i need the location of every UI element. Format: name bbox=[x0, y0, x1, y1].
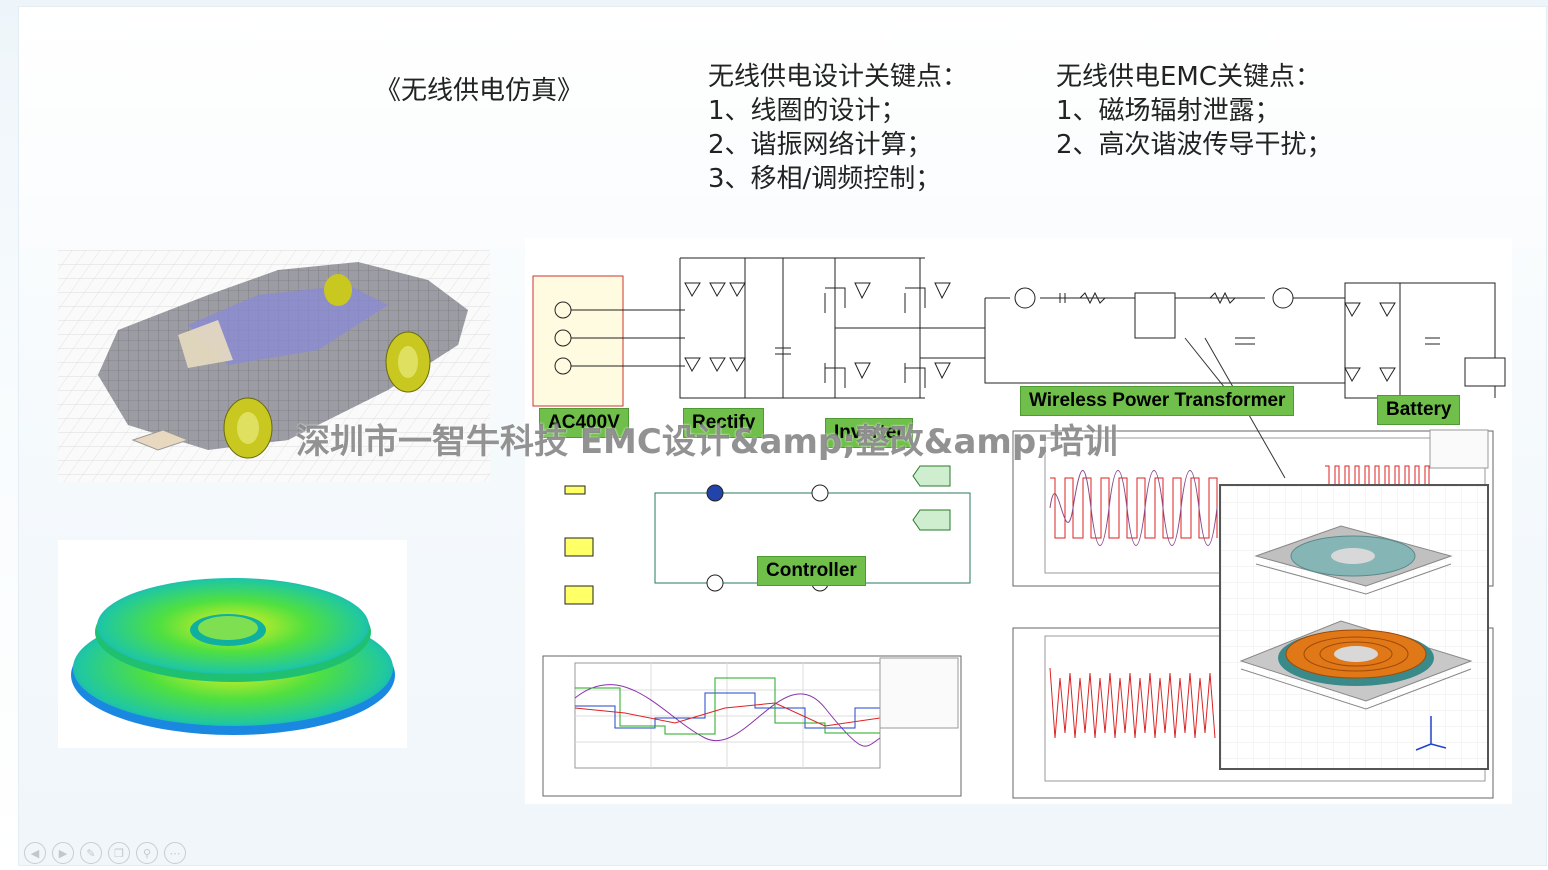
copy-icon[interactable]: ❐ bbox=[108, 842, 130, 864]
slideshow-toolbar: ◀ ▶ ✎ ❐ ⚲ ⋯ bbox=[24, 842, 186, 864]
label-ac400v: AC400V bbox=[539, 408, 629, 438]
car-mesh-image bbox=[58, 250, 490, 482]
design-item: 3、移相/调频控制； bbox=[708, 164, 942, 194]
emc-item: 1、磁场辐射泄露； bbox=[1056, 96, 1281, 126]
next-icon[interactable]: ▶ bbox=[52, 842, 74, 864]
design-item: 1、线圈的设计； bbox=[708, 96, 907, 126]
pen-icon[interactable]: ✎ bbox=[80, 842, 102, 864]
more-icon[interactable]: ⋯ bbox=[164, 842, 186, 864]
label-transformer: Wireless Power Transformer bbox=[1020, 386, 1295, 416]
label-controller: Controller bbox=[757, 556, 866, 586]
coil-field-image bbox=[58, 540, 407, 748]
label-battery: Battery bbox=[1377, 395, 1461, 425]
label-rectify: Rectify bbox=[683, 408, 765, 438]
slide-title: 《无线供电仿真》 bbox=[375, 76, 584, 106]
zoom-icon[interactable]: ⚲ bbox=[136, 842, 158, 864]
design-item: 2、谐振网络计算； bbox=[708, 130, 933, 160]
watermark: 深圳市一智牛科技 EMC设计&amp;整改&amp;培训 bbox=[296, 422, 1118, 462]
design-keypoints: 无线供电设计关键点： 1、线圈的设计； 2、谐振网络计算； 3、移相/调频控制； bbox=[708, 60, 968, 196]
prev-icon[interactable]: ◀ bbox=[24, 842, 46, 864]
design-heading: 无线供电设计关键点： bbox=[708, 62, 969, 92]
label-inverter: Inverter bbox=[825, 418, 913, 448]
coil-3d-inset bbox=[1219, 484, 1489, 770]
emc-item: 2、高次谐波传导干扰； bbox=[1056, 130, 1333, 160]
controller-waveform-plot bbox=[542, 655, 962, 797]
emc-keypoints: 无线供电EMC关键点： 1、磁场辐射泄露； 2、高次谐波传导干扰； bbox=[1056, 60, 1333, 162]
emc-heading: 无线供电EMC关键点： bbox=[1056, 62, 1322, 92]
